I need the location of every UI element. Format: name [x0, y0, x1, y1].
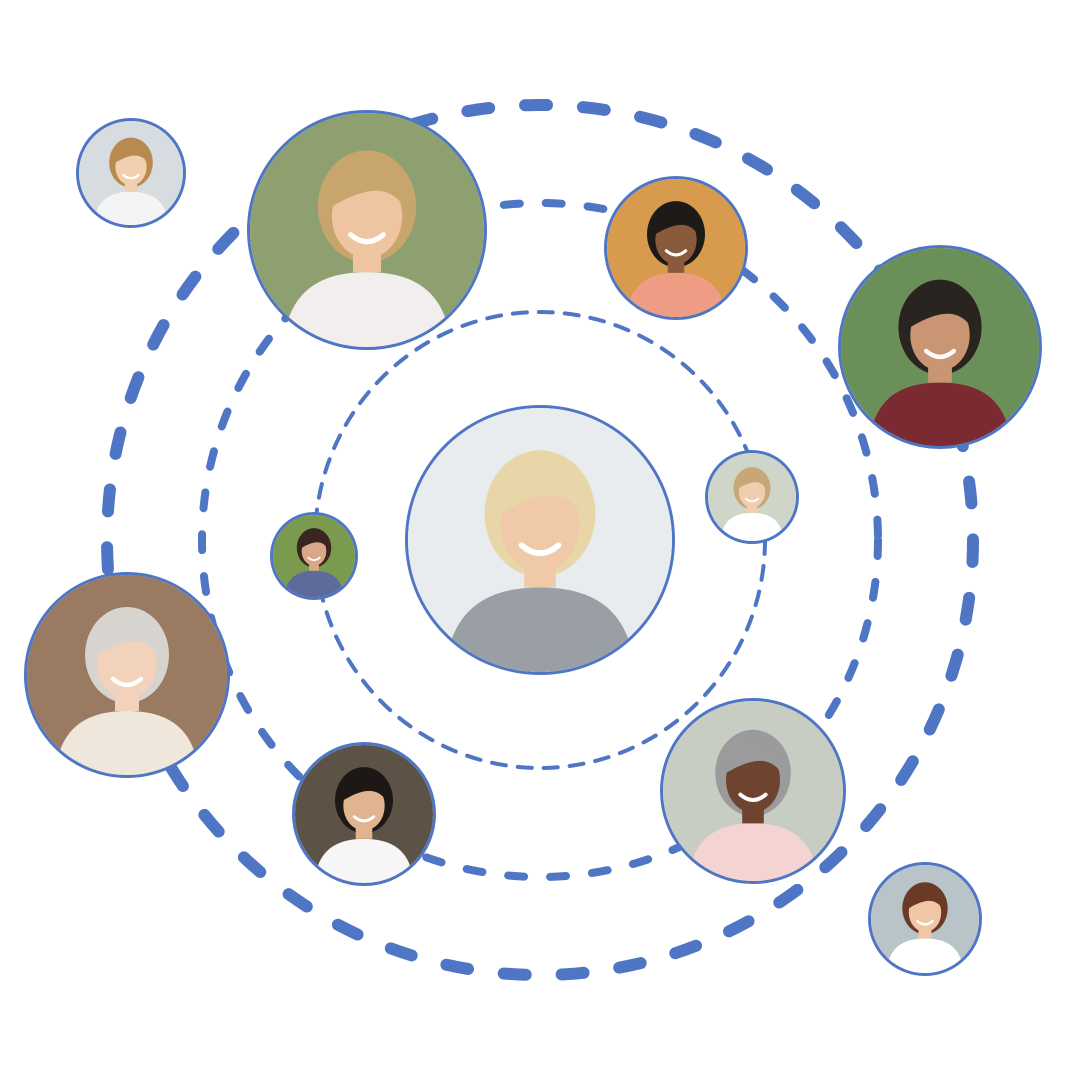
bottom-right-person-avatar — [660, 698, 846, 884]
portrait-path-shape — [500, 466, 583, 514]
portrait-path-shape — [910, 291, 972, 328]
person-photo-icon — [408, 408, 672, 672]
top-right-person-avatar — [604, 176, 748, 320]
portrait-path-shape — [916, 919, 934, 926]
portrait-path-shape — [444, 587, 636, 672]
portrait-path-shape — [301, 533, 328, 548]
right-person-avatar — [838, 245, 1042, 449]
left-person-avatar — [24, 572, 230, 778]
portrait-path-shape — [923, 348, 957, 360]
portrait-path-shape — [868, 382, 1012, 446]
small-top-left-avatar — [76, 118, 186, 228]
portrait-path-shape — [626, 272, 726, 317]
top-left-person-avatar — [247, 110, 487, 350]
person-photo-icon — [841, 248, 1039, 446]
mid-right-person-avatar — [705, 450, 799, 544]
person-photo-icon — [607, 179, 745, 317]
person-photo-icon — [708, 453, 796, 541]
middle-orbit-ring — [198, 199, 882, 881]
person-photo-icon — [250, 113, 484, 347]
person-photo-icon — [27, 575, 227, 775]
portrait-path-shape — [518, 542, 562, 557]
person-photo-icon — [295, 745, 433, 883]
portrait-path-shape — [115, 143, 148, 163]
outer-orbit-ring — [101, 99, 979, 981]
portrait-path-shape — [55, 711, 199, 775]
person-photo-icon — [871, 865, 979, 973]
portrait-path-shape — [744, 497, 760, 503]
portrait-path-shape — [886, 938, 964, 973]
portrait-path-shape — [352, 815, 376, 823]
center-person-avatar — [405, 405, 675, 675]
portrait-path-shape — [97, 619, 159, 655]
portrait-path-shape — [908, 888, 943, 909]
person-photo-icon — [663, 701, 843, 881]
portrait-path-shape — [348, 232, 386, 245]
portrait-path-shape — [110, 676, 144, 688]
portrait-path-shape — [664, 249, 688, 257]
portrait-path-shape — [307, 556, 321, 561]
portrait-path-shape — [726, 740, 782, 773]
portrait-path-shape — [282, 272, 452, 347]
bottom-left-person-avatar — [292, 742, 436, 886]
mid-left-person-avatar — [270, 512, 358, 600]
portrait-path-shape — [343, 775, 387, 801]
portrait-path-shape — [284, 570, 344, 597]
small-bottom-right-avatar — [868, 862, 982, 976]
portrait-path-shape — [738, 472, 767, 489]
portrait-path-shape — [93, 191, 169, 225]
person-photo-icon — [79, 121, 183, 225]
portrait-path-shape — [738, 792, 768, 802]
portrait-path-shape — [314, 838, 414, 883]
portrait-path-shape — [122, 173, 140, 180]
portrait-path-shape — [688, 823, 818, 881]
portrait-path-shape — [720, 512, 784, 541]
portrait-path-shape — [331, 164, 405, 207]
person-photo-icon — [273, 515, 355, 597]
portrait-path-shape — [655, 209, 699, 235]
